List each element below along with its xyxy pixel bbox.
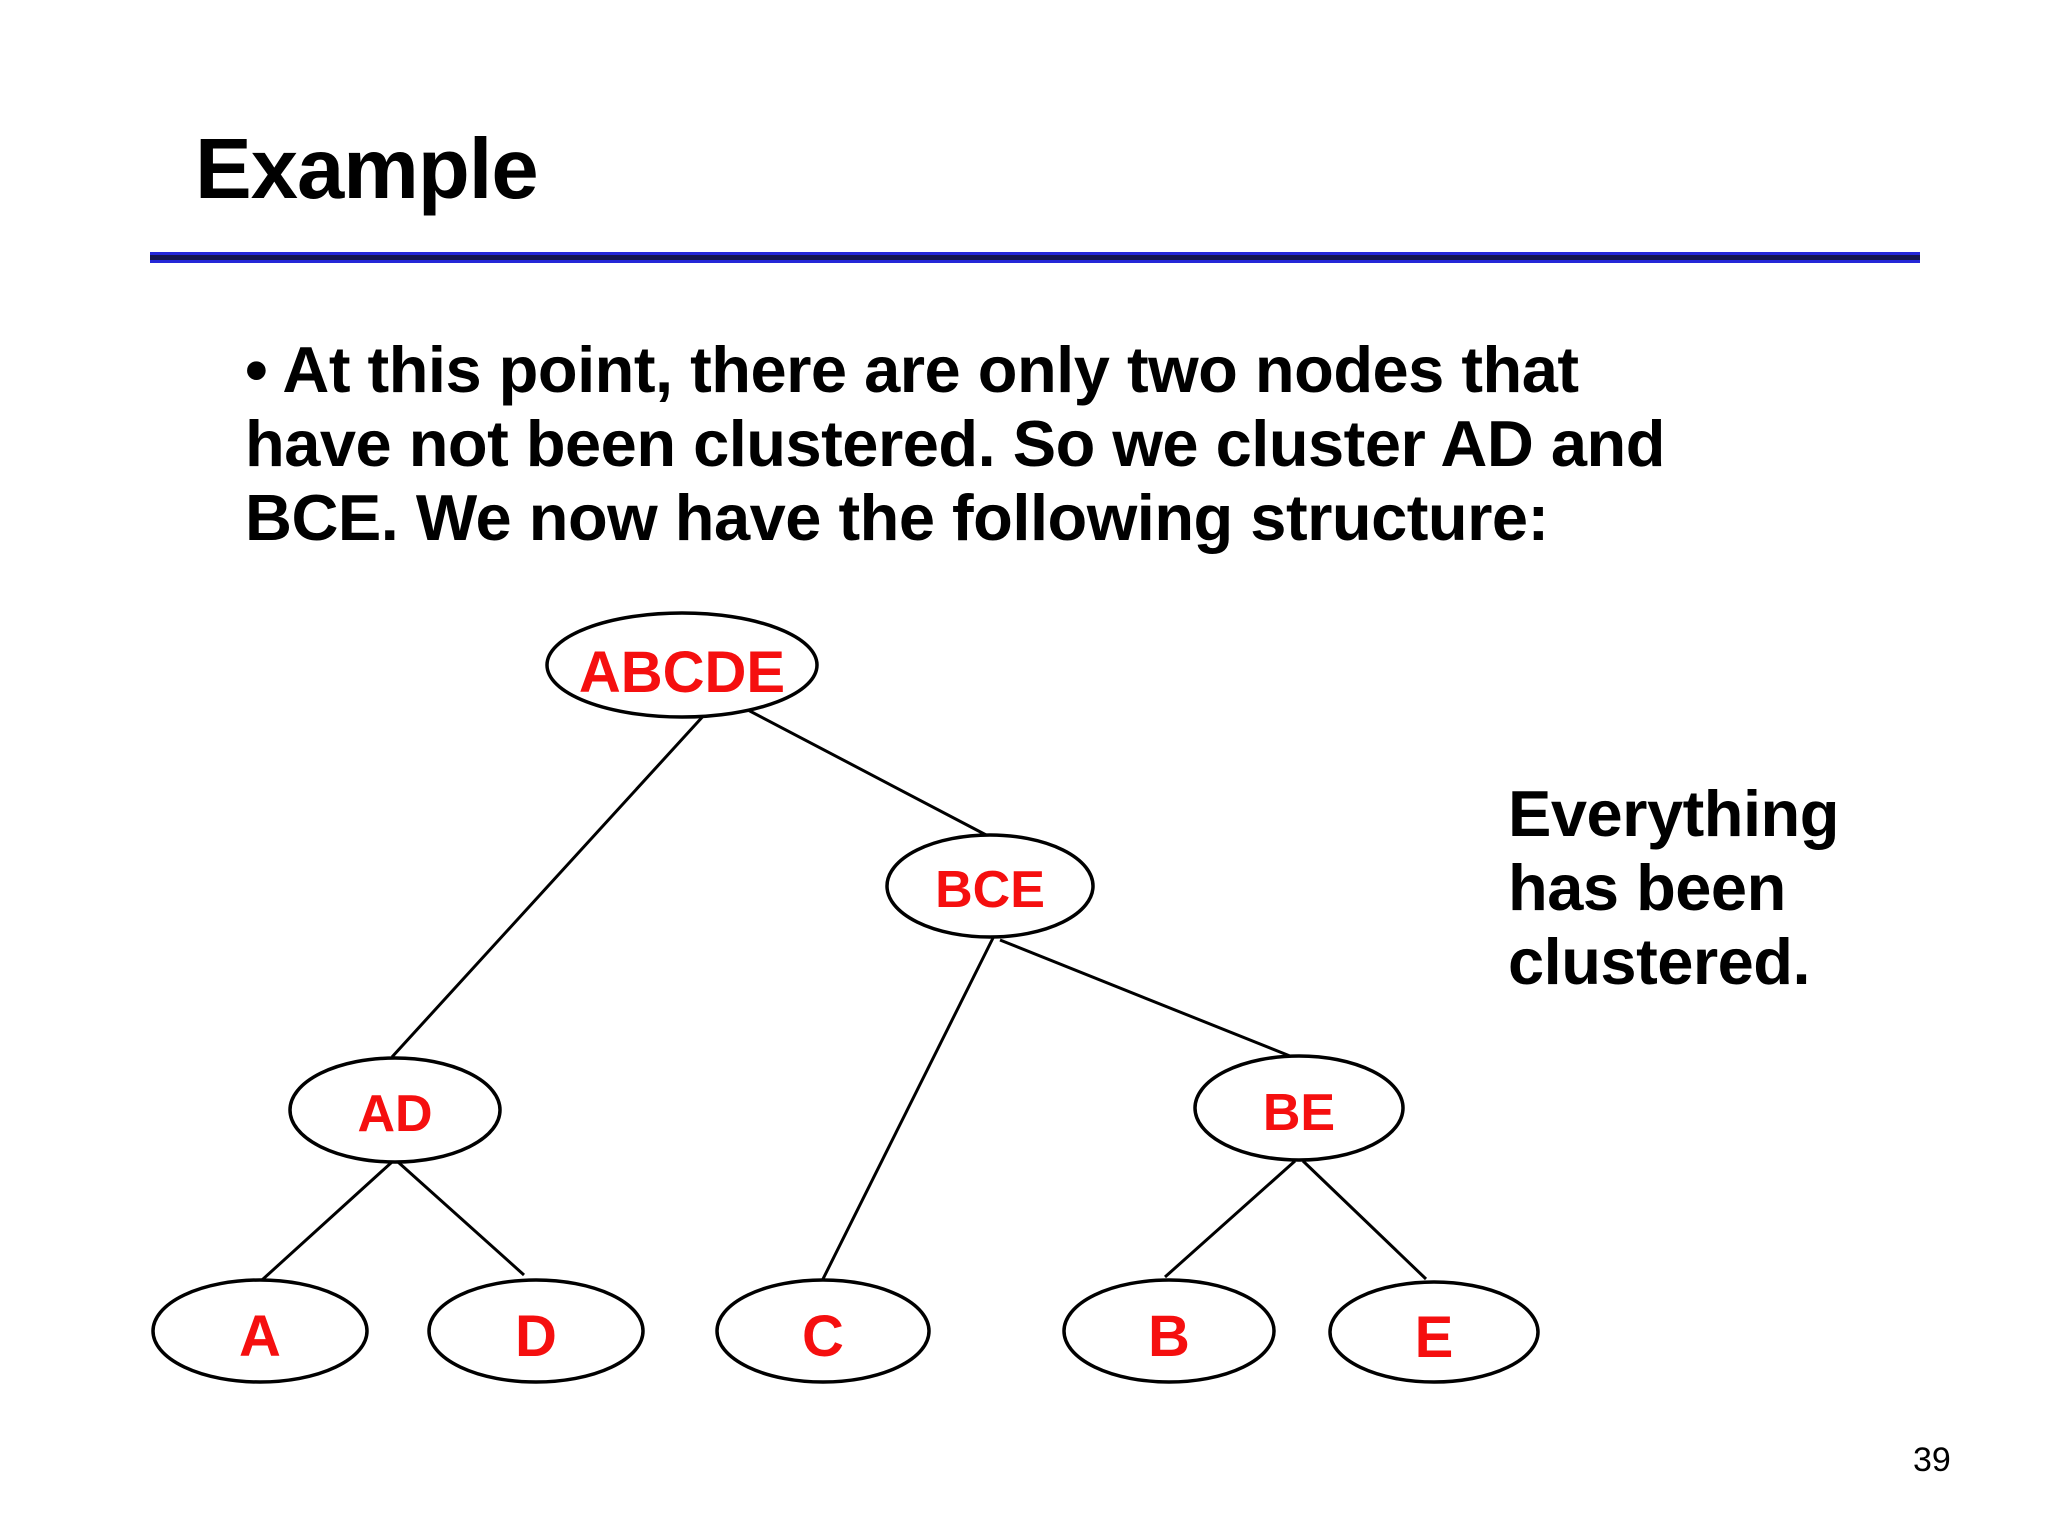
node-abcde-ellipse — [545, 611, 819, 719]
tree-edge-be-e — [1301, 1159, 1428, 1281]
tree-edge-abcde-bce — [745, 707, 991, 839]
tree-edge-ad-d — [396, 1160, 526, 1277]
title-underline — [150, 252, 1920, 263]
tree-node-bce: BCE — [885, 833, 1095, 939]
tree-node-d: D — [427, 1278, 645, 1384]
tree-edges — [260, 707, 1428, 1282]
side-note-line-3: clustered. — [1508, 925, 1811, 998]
side-note: Everything has been clustered. — [1508, 777, 1839, 999]
node-e-ellipse — [1328, 1280, 1540, 1384]
node-d-ellipse — [427, 1278, 645, 1384]
node-c-ellipse — [715, 1278, 931, 1384]
node-e-label: E — [1415, 1305, 1454, 1370]
tree-edge-be-b — [1164, 1159, 1296, 1279]
tree-node-e: E — [1328, 1280, 1540, 1384]
node-b-ellipse — [1062, 1278, 1276, 1384]
tree-edge-abcde-ad — [390, 711, 708, 1059]
bullet-paragraph: • At this point, there are only two node… — [245, 333, 1665, 555]
node-b-label: B — [1148, 1304, 1190, 1369]
tree-node-c: C — [715, 1278, 931, 1384]
bullet-line-2: have not been clustered. So we cluster A… — [245, 407, 1665, 480]
node-ad-ellipse — [288, 1056, 502, 1164]
bullet-line-3: BCE. We now have the following structure… — [245, 481, 1549, 554]
tree-node-abcde: ABCDE — [545, 611, 819, 719]
side-note-line-1: Everything — [1508, 777, 1839, 850]
tree-node-ad: AD — [288, 1056, 502, 1164]
node-d-label: D — [515, 1304, 557, 1369]
tree-node-b: B — [1062, 1278, 1276, 1384]
slide-title: Example — [195, 122, 539, 217]
node-a-ellipse — [151, 1278, 369, 1384]
node-a-label: A — [239, 1304, 281, 1369]
node-c-label: C — [802, 1304, 844, 1369]
node-abcde-label: ABCDE — [579, 640, 785, 705]
node-be-label: BE — [1263, 1084, 1335, 1142]
node-bce-label: BCE — [935, 861, 1045, 919]
tree-edge-ad-a — [260, 1160, 394, 1282]
tree-node-be: BE — [1193, 1054, 1405, 1162]
page-number: 39 — [1913, 1441, 1951, 1479]
bullet-line-1: • At this point, there are only two node… — [245, 333, 1579, 406]
node-bce-ellipse — [885, 833, 1095, 939]
tree-node-a: A — [151, 1278, 369, 1384]
node-ad-label: AD — [357, 1085, 432, 1143]
node-be-ellipse — [1193, 1054, 1405, 1162]
side-note-line-2: has been — [1508, 851, 1786, 924]
tree-edge-bce-c — [820, 937, 995, 1282]
tree-edge-bce-be — [999, 938, 1296, 1060]
